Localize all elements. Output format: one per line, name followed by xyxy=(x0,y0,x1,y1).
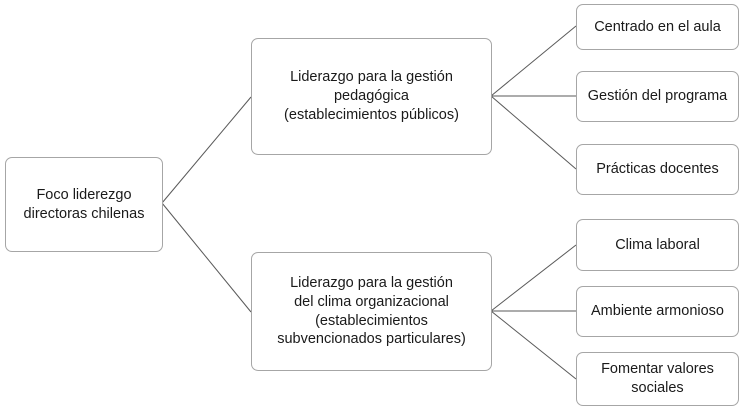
connector-branch-1-to-leaf-3 xyxy=(490,95,577,170)
node-branch-pedagogica[interactable]: Liderazgo para la gestión pedagógica (es… xyxy=(251,38,492,155)
connector-branch-2-to-leaf-3 xyxy=(490,310,577,380)
connector-root-to-branch-1 xyxy=(161,96,252,204)
node-leaf-clima-laboral[interactable]: Clima laboral xyxy=(576,219,739,271)
node-leaf-gestion-del-programa[interactable]: Gestión del programa xyxy=(576,71,739,122)
node-leaf-centrado-en-el-aula-label: Centrado en el aula xyxy=(594,18,721,35)
node-leaf-ambiente-armonioso[interactable]: Ambiente armonioso xyxy=(576,286,739,337)
node-branch-pedagogica-label: Liderazgo para la gestión pedagógica (es… xyxy=(284,69,459,123)
node-branch-clima-organizacional[interactable]: Liderazgo para la gestión del clima orga… xyxy=(251,252,492,371)
node-leaf-centrado-en-el-aula[interactable]: Centrado en el aula xyxy=(576,4,739,50)
node-branch-clima-organizacional-label: Liderazgo para la gestión del clima orga… xyxy=(277,274,466,348)
node-leaf-practicas-docentes-label: Prácticas docentes xyxy=(596,161,719,178)
node-leaf-fomentar-valores-sociales-label: Fomentar valores sociales xyxy=(601,361,714,396)
node-root[interactable]: Foco liderezgo directoras chilenas xyxy=(5,157,163,252)
connector-branch-2-to-leaf-1 xyxy=(490,244,577,312)
node-leaf-gestion-del-programa-label: Gestión del programa xyxy=(587,88,728,105)
node-leaf-ambiente-armonioso-label: Ambiente armonioso xyxy=(591,303,724,320)
node-leaf-practicas-docentes[interactable]: Prácticas docentes xyxy=(576,144,739,195)
connector-root-to-branch-2 xyxy=(161,202,252,313)
node-leaf-fomentar-valores-sociales[interactable]: Fomentar valores sociales xyxy=(576,352,739,406)
connector-branch-1-to-leaf-1 xyxy=(490,25,577,97)
node-root-label: Foco liderezgo directoras chilenas xyxy=(23,186,145,222)
node-leaf-clima-laboral-label: Clima laboral xyxy=(615,236,700,253)
